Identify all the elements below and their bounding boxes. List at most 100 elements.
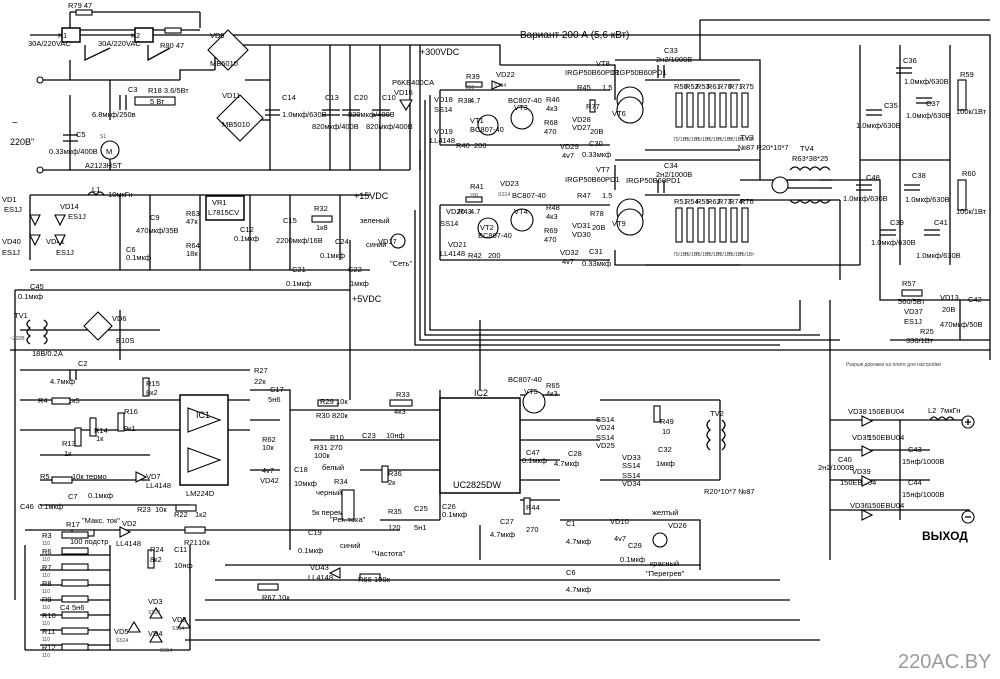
shunt-resistor-value: 110 [42, 605, 50, 611]
svg-text:1.0мкф/630В: 1.0мкф/630В [856, 121, 901, 130]
svg-text:ES1J: ES1J [68, 212, 86, 221]
svg-text:C45: C45 [30, 282, 44, 291]
svg-text:VT6: VT6 [612, 109, 626, 118]
svg-text:C9: C9 [150, 213, 160, 222]
shunt-resistor-value: 110 [42, 621, 50, 627]
shunt-resistor [61, 547, 89, 555]
svg-text:синий: синий [340, 541, 360, 550]
svg-text:VD25: VD25 [596, 441, 615, 450]
svg-text:C6: C6 [566, 568, 576, 577]
svg-text:20В: 20В [592, 223, 605, 232]
svg-text:R41: R41 [470, 182, 484, 191]
resistor-r4 [51, 397, 71, 405]
svg-text:100к: 100к [314, 451, 331, 460]
svg-text:VT9: VT9 [612, 219, 626, 228]
diode-vd35 [861, 445, 874, 457]
svg-text:R69: R69 [544, 226, 558, 235]
svg-text:R29: R29 [320, 397, 334, 406]
snubber-resistor-name: R50 [674, 82, 688, 91]
svg-text:200: 200 [466, 85, 475, 91]
svg-text:4.7мкф: 4.7мкф [50, 377, 75, 386]
bridge-vd9: VD9 MB5010 [207, 29, 249, 71]
svg-text:VD32: VD32 [560, 248, 579, 257]
diode-vd39 [861, 475, 874, 487]
inrush-section: R18 3.6/5Вт 5 Вт C3 6.8мкф/250в C5 0.33м… [49, 85, 189, 170]
svg-text:VD43: VD43 [310, 563, 329, 572]
thermistor-r5 [51, 476, 73, 484]
svg-text:LL4148: LL4148 [430, 136, 455, 145]
svg-text:VD13: VD13 [940, 293, 959, 302]
svg-text:"Макс. ток": "Макс. ток" [82, 516, 120, 525]
output-stage: R57 560/5Вт VD13 20В VD37 ES1J R25 330/1… [818, 279, 983, 543]
snubber-resistor-rating: 75/1Вт [728, 137, 744, 143]
snubber-resistor [719, 207, 727, 243]
svg-text:R49: R49 [660, 417, 674, 426]
svg-text:4.7мкф: 4.7мкф [490, 530, 515, 539]
svg-text:LM224D: LM224D [186, 489, 215, 498]
resistor-r59 [957, 79, 967, 111]
svg-text:VD9: VD9 [210, 31, 225, 40]
svg-text:C3: C3 [128, 85, 138, 94]
variant-title: Вариант 200 А (5,6 кВт) [520, 30, 629, 41]
shunt-resistor-value: 110 [42, 557, 50, 563]
transformer-tv4: TV4 R63*38*25 [788, 144, 832, 204]
svg-text:IRGP50B60PD1: IRGP50B60PD1 [612, 68, 667, 77]
svg-text:R25: R25 [920, 327, 934, 336]
resistor-r44 [523, 497, 531, 515]
svg-text:1к: 1к [64, 449, 72, 458]
svg-text:SS14: SS14 [622, 461, 640, 470]
svg-text:0.33мкф: 0.33мкф [582, 259, 611, 268]
snubber-resistor [730, 92, 738, 128]
shunt-resistor-name: R9 [42, 595, 52, 604]
svg-text:R46: R46 [546, 95, 560, 104]
shunt-resistor [61, 627, 89, 635]
svg-text:R33: R33 [396, 390, 410, 399]
svg-text:C37: C37 [926, 99, 940, 108]
transistor-vt2 [477, 217, 499, 239]
svg-text:LL4148: LL4148 [308, 573, 333, 582]
svg-text:C25: C25 [414, 504, 428, 513]
diode-vd8 [177, 616, 191, 629]
svg-text:150EBU04: 150EBU04 [868, 407, 904, 416]
svg-text:1.0мкф/630В: 1.0мкф/630В [916, 251, 961, 260]
svg-text:IRGP50B60PD1: IRGP50B60PD1 [565, 68, 620, 77]
snubber-resistor [686, 207, 694, 243]
snubber-resistor [697, 207, 705, 243]
resistor-r15 [142, 377, 150, 397]
svg-text:0.1мкф: 0.1мкф [298, 546, 323, 555]
fan-motor [100, 140, 120, 160]
shunt-resistor-name: R8 [42, 579, 52, 588]
svg-text:VD23: VD23 [500, 179, 519, 188]
svg-text:30A/220VAC: 30A/220VAC [98, 39, 141, 48]
resistor-r24 [147, 549, 155, 569]
svg-text:6.8мкф/250в: 6.8мкф/250в [92, 110, 136, 119]
svg-text:2к: 2к [388, 478, 396, 487]
svg-text:4к3: 4к3 [546, 389, 558, 398]
svg-text:8к2: 8к2 [150, 555, 162, 564]
svg-text:4к3: 4к3 [546, 212, 558, 221]
svg-text:R10: R10 [330, 433, 344, 442]
svg-text:7мкГн: 7мкГн [940, 406, 960, 415]
ac-symbol: ~ [12, 118, 18, 129]
svg-text:VD36: VD36 [850, 501, 869, 510]
svg-text:№87 R20*10*7: №87 R20*10*7 [738, 143, 789, 152]
snubber-resistor-name: R53 [696, 82, 710, 91]
svg-text:200: 200 [488, 251, 501, 260]
snubber-resistor-name: R62 [707, 197, 721, 206]
resistor-r18 [134, 96, 176, 106]
svg-text:VD29: VD29 [560, 142, 579, 151]
snubber-resistor [730, 207, 738, 243]
snubber-resistor-name: R74 [729, 197, 743, 206]
svg-text:C6: C6 [126, 245, 136, 254]
svg-text:4.7мкф: 4.7мкф [566, 585, 591, 594]
shunt-resistor-name: R7 [42, 563, 52, 572]
shunt-resistor [61, 595, 89, 603]
snubber-resistor-rating: 75/1Вт [695, 252, 711, 258]
svg-text:R62: R62 [262, 435, 276, 444]
svg-text:5н1: 5н1 [414, 523, 426, 532]
snubber-resistor [741, 92, 749, 128]
svg-text:470: 470 [544, 127, 557, 136]
svg-text:1.5: 1.5 [602, 83, 612, 92]
svg-text:R34: R34 [334, 477, 348, 486]
snubber-resistor-rating: 75/1Вт [717, 137, 733, 143]
